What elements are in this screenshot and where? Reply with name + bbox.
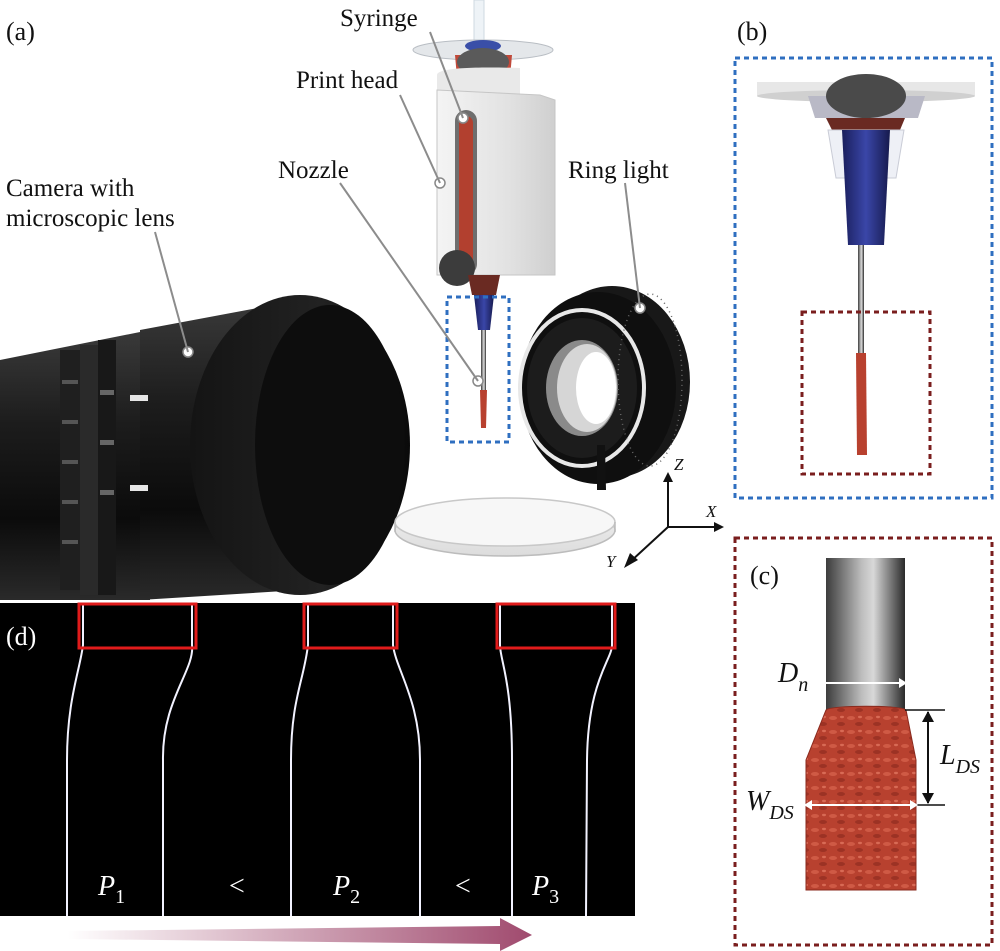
panel-b-tip-zoom-box bbox=[800, 310, 932, 476]
y-axis-arrow bbox=[624, 553, 638, 568]
panel-c-label: (c) bbox=[750, 561, 779, 590]
panel-d-label: (d) bbox=[6, 622, 36, 651]
camera-leader bbox=[154, 231, 189, 353]
focus-ring bbox=[60, 340, 116, 595]
print-head-knob bbox=[439, 250, 475, 286]
p1-label-sub: 1 bbox=[115, 886, 125, 908]
print-head-body bbox=[436, 89, 556, 276]
panel-a-label: (a) bbox=[6, 17, 35, 46]
wds-label-main: W bbox=[746, 786, 772, 817]
z-axis-arrow bbox=[663, 472, 673, 482]
ring-light-leader bbox=[624, 182, 641, 309]
panel-c-needle bbox=[826, 558, 905, 713]
panel-b-bioink bbox=[856, 353, 867, 455]
less-than-2: < bbox=[455, 871, 471, 902]
panel-c-bioink-swelling bbox=[806, 706, 916, 890]
nozzle-needle bbox=[481, 330, 486, 390]
coordinate-axes: Z X Y bbox=[606, 455, 724, 571]
panel-c: (c) Dn LDS WDS bbox=[733, 536, 994, 947]
dn-label: Dn bbox=[777, 658, 808, 696]
print-head-assembly bbox=[412, 0, 556, 428]
nozzle-zoom-box bbox=[445, 295, 511, 444]
dn-label-sub: n bbox=[798, 674, 808, 696]
print-head-label: Print head bbox=[296, 67, 399, 94]
p3-label-sub: 3 bbox=[549, 886, 559, 908]
panel-b-nozzle-hub bbox=[842, 130, 890, 245]
p2-label-main: P bbox=[332, 871, 350, 902]
dn-label-main: D bbox=[777, 658, 798, 689]
nozzle-label: Nozzle bbox=[278, 157, 349, 184]
p1-nozzle-box bbox=[77, 602, 198, 650]
syringe-tube bbox=[473, 0, 485, 41]
wds-label-sub: DS bbox=[768, 802, 793, 824]
p2-label: P2 bbox=[332, 871, 360, 908]
panel-d-background bbox=[0, 603, 635, 916]
petri-dish bbox=[394, 497, 616, 557]
wds-label: WDS bbox=[746, 786, 794, 824]
nozzle-leader bbox=[339, 182, 479, 382]
print-head-leader bbox=[399, 94, 441, 184]
panel-b: (b) bbox=[733, 17, 994, 500]
pressure-increase-arrow bbox=[68, 918, 532, 951]
ring-light bbox=[518, 286, 690, 490]
leader-lines bbox=[154, 31, 641, 382]
panel-b-label: (b) bbox=[737, 17, 767, 46]
y-axis-label: Y bbox=[606, 552, 617, 571]
z-axis-label: Z bbox=[674, 455, 684, 474]
panel-b-needle bbox=[858, 245, 864, 353]
syringe-barrel bbox=[459, 116, 473, 271]
camera-label-line2: microscopic lens bbox=[6, 205, 175, 232]
x-axis-label: X bbox=[705, 502, 717, 521]
p3-label-main: P bbox=[531, 871, 549, 902]
y-axis bbox=[629, 526, 669, 563]
camera-label-line1: Camera with bbox=[6, 175, 135, 202]
panel-b-nozzle-closeup bbox=[757, 74, 975, 455]
p2-label-sub: 2 bbox=[350, 886, 360, 908]
ring-light-stand bbox=[597, 445, 606, 490]
p1-label: P1 bbox=[97, 871, 125, 908]
lds-label: LDS bbox=[939, 740, 980, 778]
syringe-label: Syringe bbox=[340, 5, 418, 32]
ring-light-label: Ring light bbox=[568, 157, 669, 184]
panel-d: (d) P1 < P2 < P3 bbox=[0, 602, 635, 951]
p3-label: P3 bbox=[531, 871, 559, 908]
x-axis-arrow bbox=[714, 522, 724, 532]
nozzle-bioink bbox=[480, 390, 487, 428]
panel-a: (a) bbox=[0, 0, 724, 600]
p3-nozzle-box bbox=[495, 602, 617, 650]
less-than-1: < bbox=[229, 871, 245, 902]
p1-label-main: P bbox=[97, 871, 115, 902]
lds-label-main: L bbox=[939, 740, 956, 771]
camera-illustration bbox=[0, 295, 410, 600]
p2-profile-left bbox=[290, 603, 309, 916]
p2-nozzle-box bbox=[302, 602, 399, 650]
syringe-leader bbox=[429, 31, 464, 119]
lds-label-sub: DS bbox=[955, 756, 980, 778]
nozzle-hub bbox=[474, 295, 494, 330]
